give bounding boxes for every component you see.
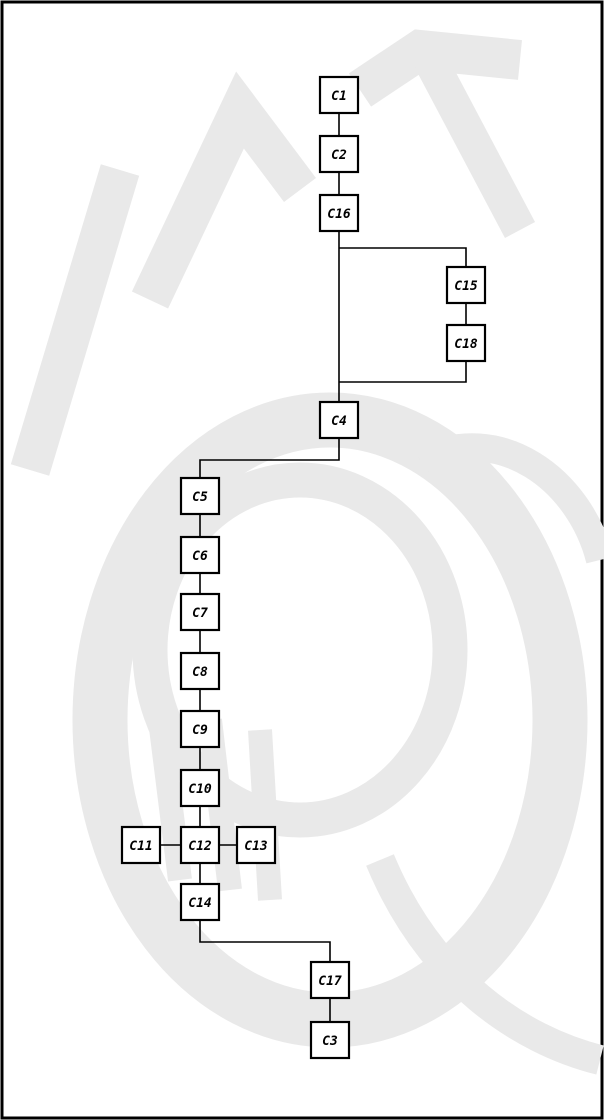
node-label: C13 <box>244 839 268 854</box>
node-label: C12 <box>188 839 212 854</box>
node-label: C10 <box>188 782 212 797</box>
node-label: C4 <box>331 414 347 429</box>
node-c11: C11 <box>122 827 160 863</box>
node-label: C9 <box>192 723 208 738</box>
node-c2: C2 <box>320 136 358 172</box>
node-c13: C13 <box>237 827 275 863</box>
node-c8: C8 <box>181 653 219 689</box>
node-label: C7 <box>192 606 208 621</box>
watermark-emblem <box>30 50 600 1060</box>
edge-c16-c15 <box>339 248 466 267</box>
node-c18: C18 <box>447 325 485 361</box>
node-label: C14 <box>188 896 212 911</box>
node-c15: C15 <box>447 267 485 303</box>
node-c4: C4 <box>320 402 358 438</box>
node-label: C8 <box>192 665 208 680</box>
node-label: C16 <box>327 207 351 222</box>
edge-c18-c4 <box>339 361 466 382</box>
node-c5: C5 <box>181 478 219 514</box>
node-c7: C7 <box>181 594 219 630</box>
node-c6: C6 <box>181 537 219 573</box>
node-c9: C9 <box>181 711 219 747</box>
node-label: C3 <box>322 1034 338 1049</box>
node-c12: C12 <box>181 827 219 863</box>
node-label: C11 <box>129 839 152 854</box>
node-c10: C10 <box>181 770 219 806</box>
node-c16: C16 <box>320 195 358 231</box>
node-c14: C14 <box>181 884 219 920</box>
node-c3: C3 <box>311 1022 349 1058</box>
node-label: C17 <box>318 974 342 989</box>
node-label: C5 <box>192 490 208 505</box>
node-label: C6 <box>192 549 208 564</box>
node-label: C1 <box>331 89 347 104</box>
node-c1: C1 <box>320 77 358 113</box>
node-c17: C17 <box>311 962 349 998</box>
node-label: C15 <box>454 279 478 294</box>
node-label: C18 <box>454 337 478 352</box>
node-label: C2 <box>331 148 347 163</box>
